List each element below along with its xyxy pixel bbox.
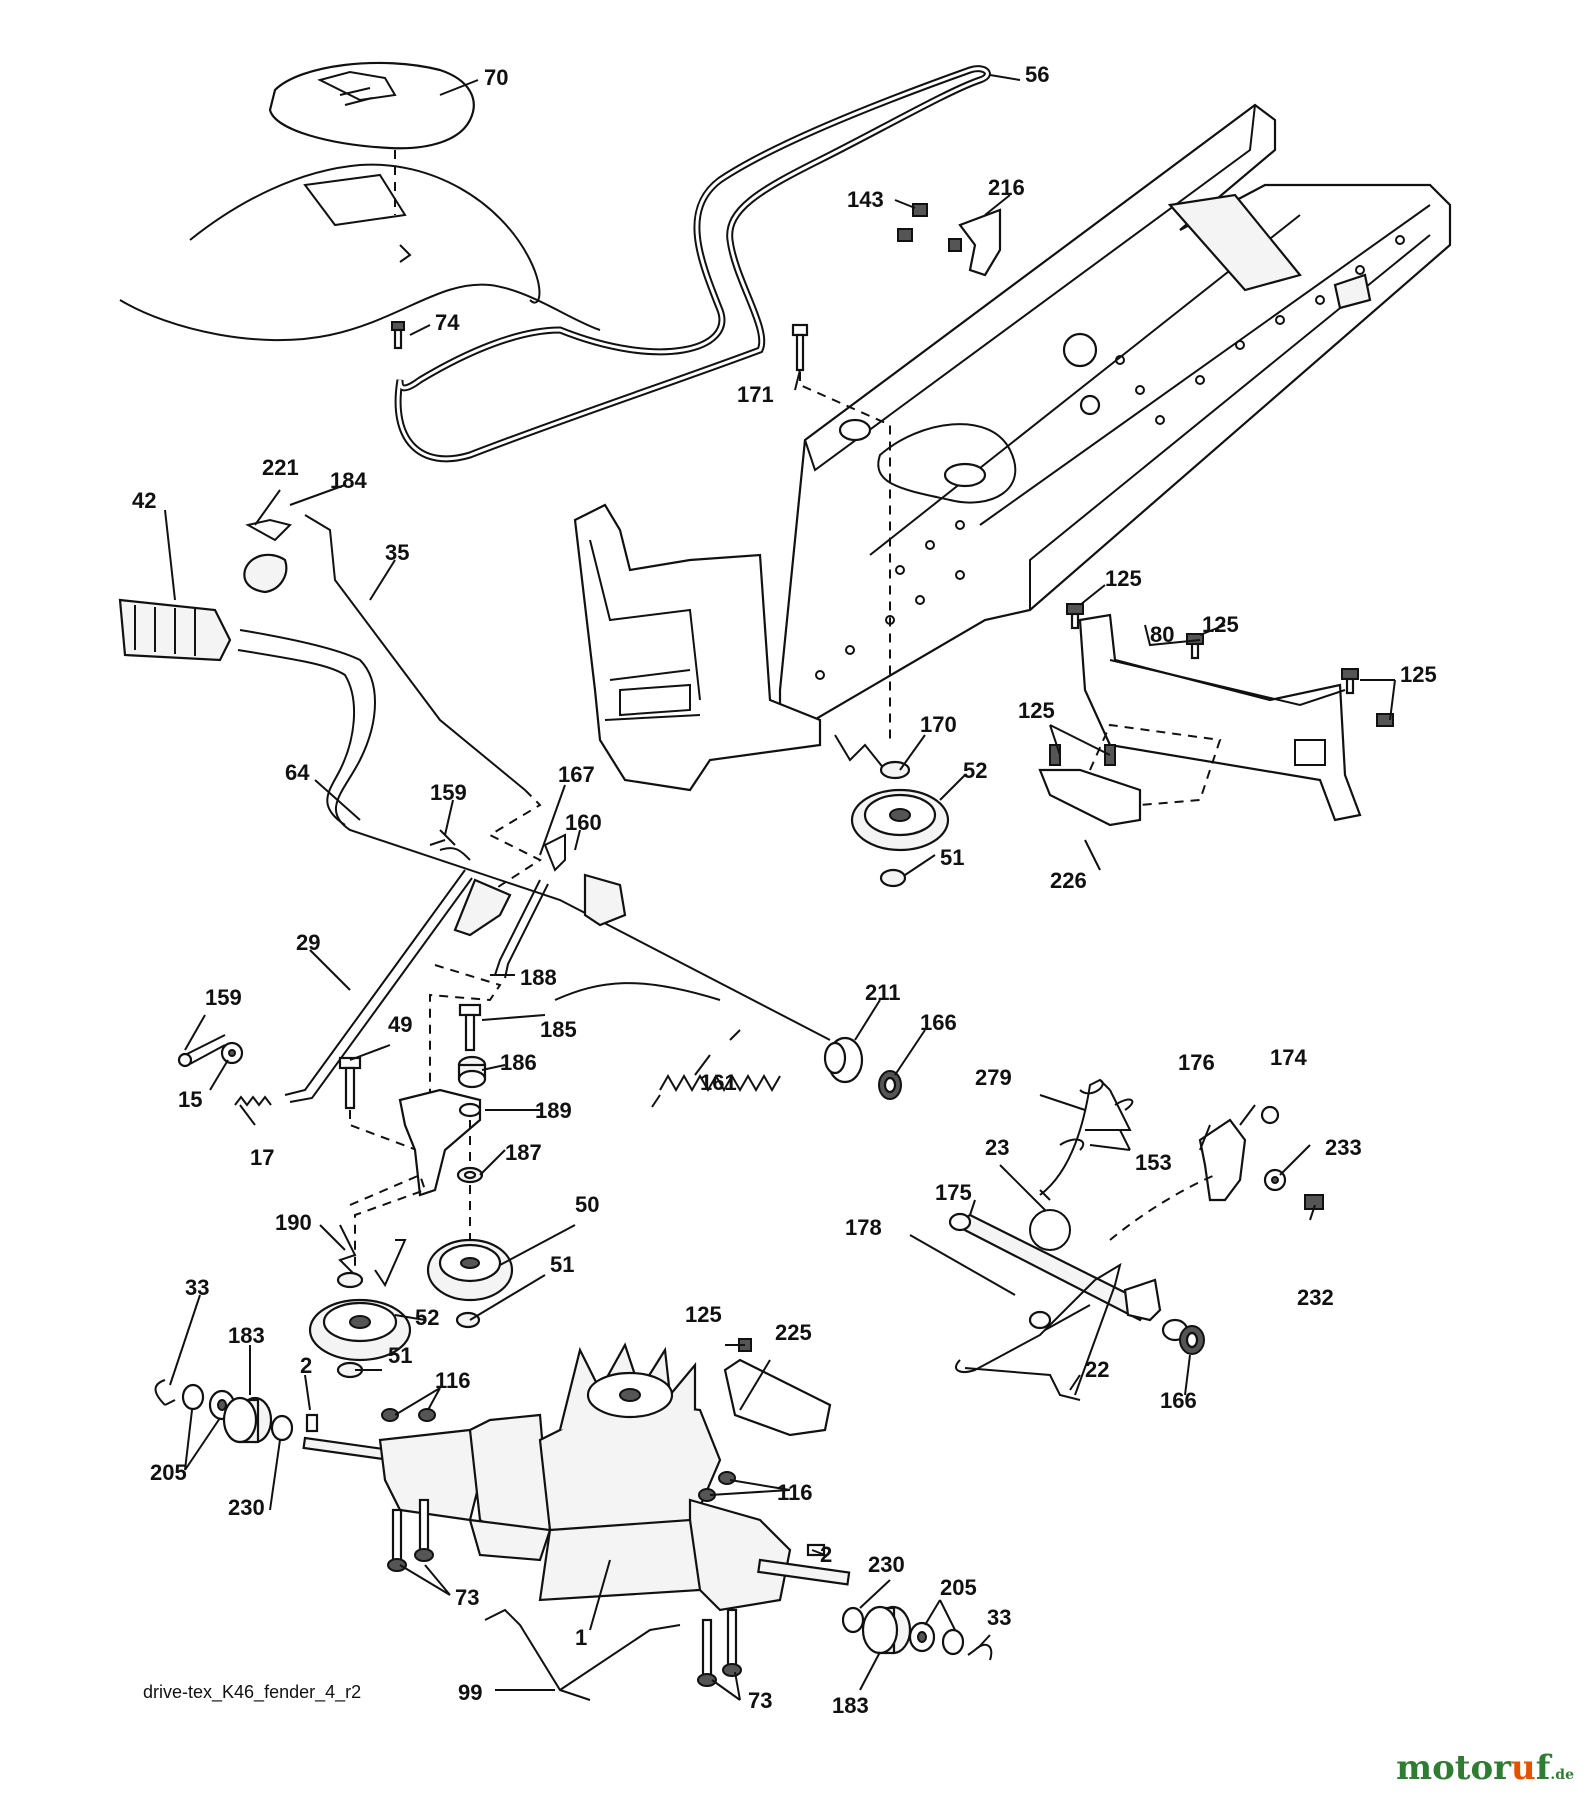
callout: 52 [963, 758, 987, 783]
callout: 52 [415, 1305, 439, 1330]
callout: 143 [847, 187, 884, 212]
callout: 51 [940, 845, 964, 870]
callout: 176 [1178, 1050, 1215, 1075]
callout: 183 [228, 1323, 265, 1348]
callout: 125 [685, 1302, 722, 1327]
callout: 51 [388, 1343, 412, 1368]
callout: 33 [185, 1275, 209, 1300]
callout: 1 [575, 1625, 587, 1650]
callout: 205 [940, 1575, 977, 1600]
callout: 29 [296, 930, 320, 955]
spring-161 [651, 1029, 781, 1108]
transaxle [302, 1342, 851, 1701]
callout: 166 [1160, 1388, 1197, 1413]
control-linkages [284, 829, 721, 1160]
callout: 160 [565, 810, 602, 835]
callout: 171 [737, 382, 774, 407]
callout: 70 [484, 65, 508, 90]
cross-shaft-end [823, 1036, 902, 1100]
callout: 74 [435, 310, 460, 335]
callout: 64 [285, 760, 310, 785]
callout: 161 [700, 1070, 737, 1095]
pin-washer-spring-left [177, 1034, 272, 1107]
callout: 73 [455, 1585, 479, 1610]
rear-bracket [1038, 603, 1394, 827]
leader-lines [164, 74, 1396, 1701]
left-axle-hardware [154, 1379, 319, 1444]
callout: 279 [975, 1065, 1012, 1090]
callout: 51 [550, 1252, 574, 1277]
idler-arm-assembly [338, 1003, 487, 1285]
bracket-216 [897, 203, 1002, 277]
callout: 226 [1050, 868, 1087, 893]
watermark-logo: motoruf.de [1396, 1748, 1574, 1788]
callout: 187 [505, 1140, 542, 1165]
callout: 159 [430, 780, 467, 805]
callout: 15 [178, 1087, 202, 1112]
callout: 216 [988, 175, 1025, 200]
callout: 185 [540, 1017, 577, 1042]
diagram-caption: drive-tex_K46_fender_4_r2 [143, 1682, 361, 1703]
idler-pulley-upper [834, 734, 950, 888]
callout: 73 [748, 1688, 772, 1713]
callout: 49 [388, 1012, 412, 1037]
callout: 2 [820, 1542, 832, 1567]
callout: 159 [205, 985, 242, 1010]
callout: 125 [1400, 662, 1437, 687]
shift-lever-assembly [118, 514, 831, 1041]
callout: 116 [435, 1368, 471, 1393]
watermark-suffix: f [1535, 1748, 1551, 1788]
callout: 166 [920, 1010, 957, 1035]
callout: 125 [1018, 698, 1055, 723]
callout: 116 [777, 1480, 813, 1505]
callout: 230 [228, 1495, 265, 1520]
callout: 33 [987, 1605, 1011, 1630]
callout: 190 [275, 1210, 312, 1235]
callout: 22 [1085, 1357, 1109, 1382]
callout: 42 [132, 488, 156, 513]
watermark-prefix: motor [1396, 1748, 1512, 1788]
callout: 99 [458, 1680, 482, 1705]
callout: 186 [500, 1050, 537, 1075]
right-axle-hardware [841, 1605, 993, 1661]
callout: 153 [1135, 1150, 1172, 1175]
callout: 23 [985, 1135, 1009, 1160]
callout: 230 [868, 1552, 905, 1577]
callout: 50 [575, 1192, 599, 1217]
callout: 233 [1325, 1135, 1362, 1160]
callout-labels: 70 56 143 216 74 171 221 184 42 35 125 8… [132, 62, 1437, 1718]
drive-belt [394, 65, 991, 463]
callout: 211 [865, 980, 901, 1005]
callout: 189 [535, 1098, 572, 1123]
callout: 225 [775, 1320, 812, 1345]
callout: 35 [385, 540, 409, 565]
pedal-assembly [948, 1078, 1324, 1401]
callout: 178 [845, 1215, 882, 1240]
callout: 175 [935, 1180, 972, 1205]
frame-chassis [573, 103, 1452, 792]
fender-assembly [119, 61, 601, 350]
callout: 17 [250, 1145, 274, 1170]
callout: 188 [520, 965, 557, 990]
callout: 184 [330, 468, 367, 493]
lower-pulleys [308, 1224, 514, 1379]
callout: 232 [1297, 1285, 1334, 1310]
callout: 2 [300, 1353, 312, 1378]
callout: 125 [1105, 566, 1142, 591]
watermark-tld: .de [1550, 1767, 1574, 1783]
callout: 167 [558, 762, 595, 787]
callout: 205 [150, 1460, 187, 1485]
callout: 56 [1025, 62, 1049, 87]
callout: 221 [262, 455, 299, 480]
bracket-225 [723, 1338, 832, 1437]
callout: 170 [920, 712, 957, 737]
watermark-accent: u [1511, 1748, 1536, 1788]
callout: 125 [1202, 612, 1239, 637]
callout: 183 [832, 1693, 869, 1718]
callout: 80 [1150, 622, 1174, 647]
callout: 174 [1270, 1045, 1307, 1070]
